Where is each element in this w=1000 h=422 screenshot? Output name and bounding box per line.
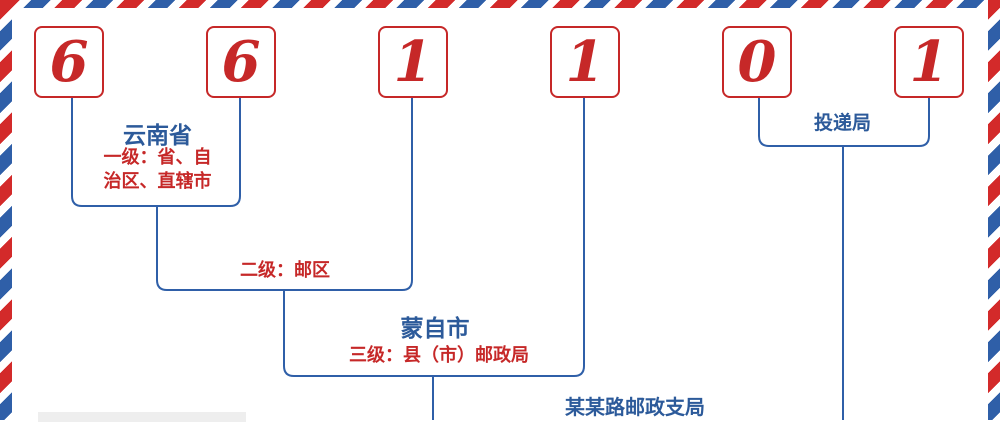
delivery-name: 投递局 (813, 112, 871, 134)
airmail-border-right (988, 0, 1000, 420)
bottom-label-box (38, 412, 246, 422)
province-level-desc-line2: 治区、直辖市 (103, 171, 212, 192)
postal-digit-2: 6 (206, 26, 276, 98)
postal-digit-6: 1 (894, 26, 964, 98)
branch-name: 某某路邮政支局 (565, 395, 705, 419)
province-level-desc-line1: 一级：省、自 (103, 147, 212, 168)
province-name: 云南省 (123, 122, 192, 149)
airmail-border-top (0, 0, 1000, 8)
county-level-desc: 三级：县（市）邮政局 (349, 345, 529, 366)
county-name: 蒙自市 (400, 315, 470, 342)
postal-digit-5: 0 (722, 26, 792, 98)
district-level-desc: 二级：邮区 (240, 260, 330, 281)
postal-digit-4: 1 (550, 26, 620, 98)
envelope-body (12, 8, 988, 420)
province-level-desc: 一级：省、自 治区、直辖市 (80, 146, 235, 194)
postal-digit-1: 6 (34, 26, 104, 98)
postal-digit-3: 1 (378, 26, 448, 98)
airmail-border-left (0, 0, 12, 420)
